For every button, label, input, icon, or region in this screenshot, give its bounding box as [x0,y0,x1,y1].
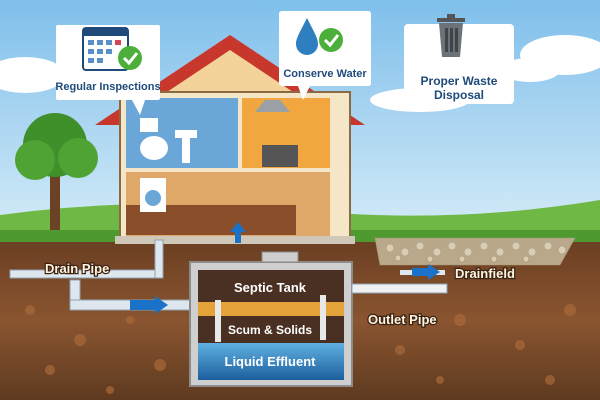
flow-arrow-icon [412,264,440,280]
flow-arrow-icon [130,296,168,314]
callout-regular-inspections: Regular Inspections [55,25,161,115]
outlet-pipe-label: Outlet Pipe [368,312,437,327]
tree [15,113,98,230]
proper-waste-label-line2: Disposal [434,88,484,102]
callout-conserve-water: Conserve Water [279,11,371,100]
septic-tank-label: Septic Tank [234,280,307,295]
scum-layer [198,302,344,316]
liquid-effluent-layer [198,343,344,380]
septic-tank [189,251,353,387]
outlet-pipe [351,283,448,294]
toilet [140,118,158,132]
conserve-water-label: Conserve Water [283,68,367,80]
water-drop-check-icon [296,18,343,55]
range-hood [255,100,290,112]
flow-arrow-icon [230,222,246,243]
calendar-check-icon [82,27,142,71]
house [95,35,365,244]
scum-label: Scum & Solids [228,323,312,337]
callout-proper-waste-disposal: Proper Waste Disposal [404,14,514,104]
soil-rocks [25,304,576,394]
proper-waste-label-line1: Proper Waste [421,74,498,88]
sink [175,130,197,138]
drainfield-label: Drainfield [455,266,515,281]
stove [262,145,298,167]
trash-can-icon [437,14,465,57]
drainfield-gravel [374,237,576,266]
regular-inspections-label: Regular Inspections [55,81,160,93]
drain-pipe-label: Drain Pipe [45,261,109,276]
effluent-label: Liquid Effluent [225,354,317,369]
